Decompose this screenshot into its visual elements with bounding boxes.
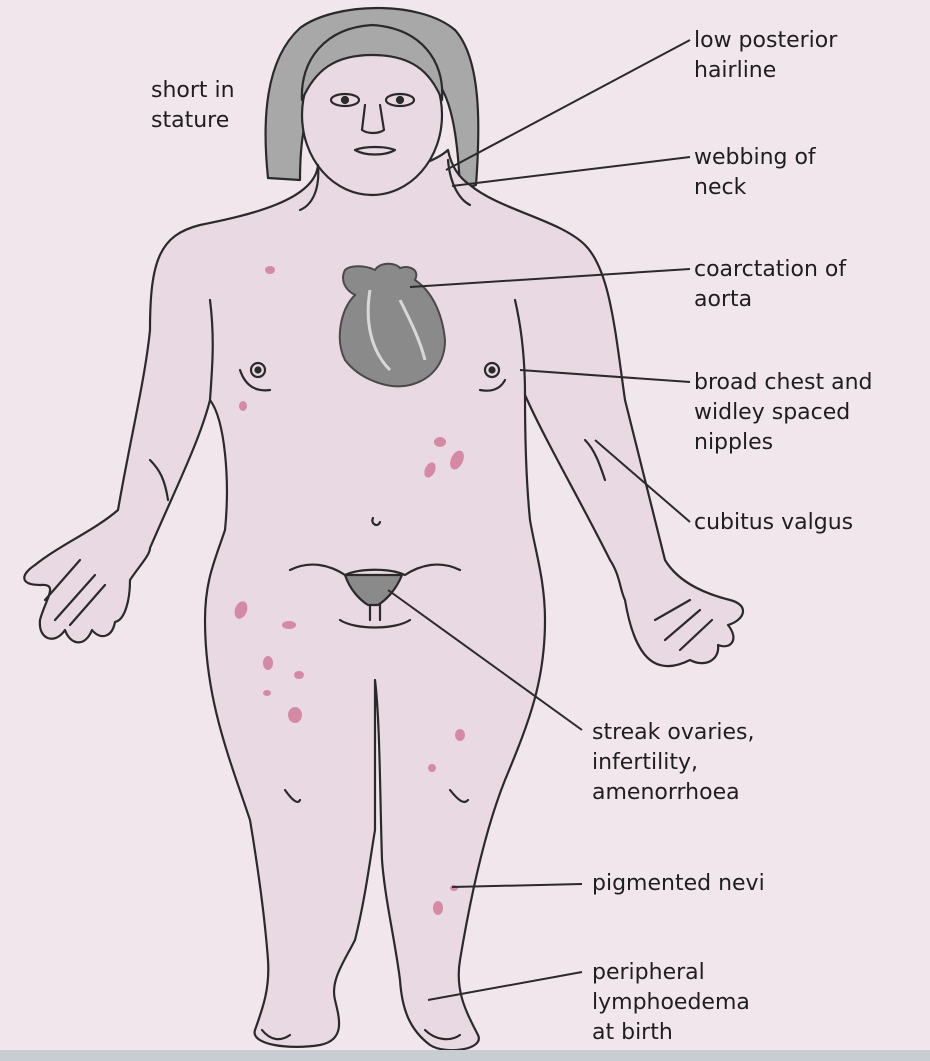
label-broad-chest: broad chest and widley spaced nipples <box>694 368 872 458</box>
label-pigmented-nevi: pigmented nevi <box>592 869 765 899</box>
label-cubitus-valgus: cubitus valgus <box>694 508 853 538</box>
label-webbing-of-neck: webbing of neck <box>694 143 816 203</box>
label-low-posterior-hairline: low posterior hairline <box>694 26 837 86</box>
bottom-border <box>0 1050 930 1061</box>
label-streak-ovaries: streak ovaries, infertility, amenorrhoea <box>592 718 755 808</box>
label-short-stature: short in stature <box>151 76 235 136</box>
label-peripheral-lymphoedema: peripheral lymphoedema at birth <box>592 958 750 1048</box>
label-coarctation-of-aorta: coarctation of aorta <box>694 255 846 315</box>
